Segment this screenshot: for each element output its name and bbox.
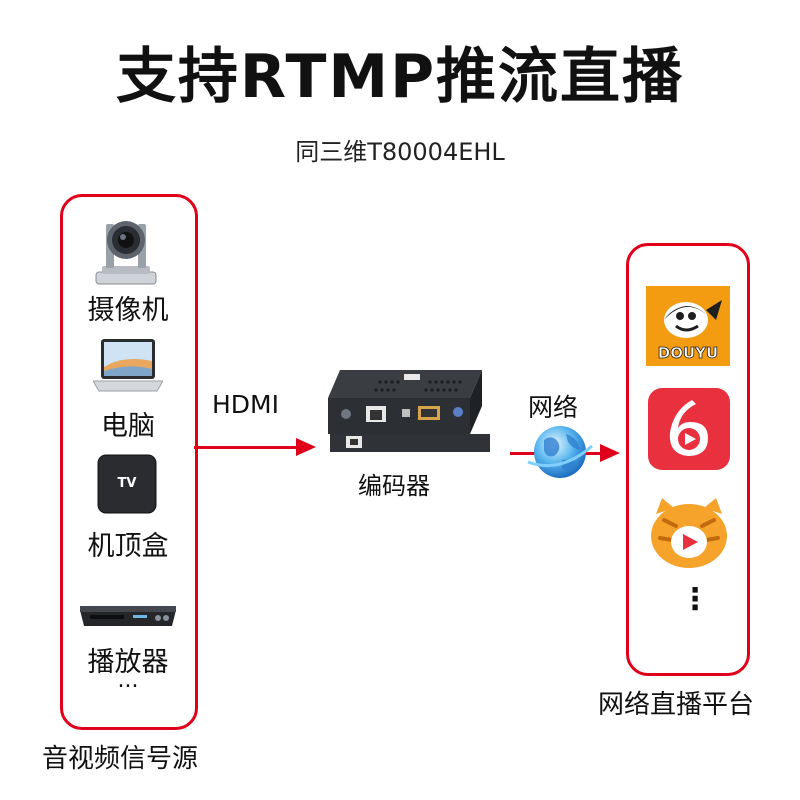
douyu-logo-text: DOUYU bbox=[658, 344, 718, 362]
source-label-camera: 摄像机 bbox=[58, 288, 198, 327]
laptop-icon bbox=[93, 337, 163, 395]
hdmi-arrow-head bbox=[296, 438, 316, 456]
more-platforms-ellipsis: ⋮ bbox=[680, 582, 710, 617]
hdmi-link-label: HDMI bbox=[212, 390, 279, 419]
network-arrow-head bbox=[600, 444, 620, 462]
encoder-label: 编码器 bbox=[358, 466, 430, 501]
tv-box-label: TV bbox=[118, 476, 137, 491]
more-sources-ellipsis: ... bbox=[58, 668, 198, 693]
signal-source-label: 音视频信号源 bbox=[42, 738, 198, 775]
dvd-player-icon bbox=[78, 600, 178, 632]
set-top-box-icon: TV bbox=[96, 453, 158, 515]
product-model: 同三维T80004EHL bbox=[0, 132, 800, 167]
encoder-box-icon bbox=[320, 362, 490, 462]
huya-logo bbox=[646, 494, 732, 572]
globe-icon bbox=[522, 416, 598, 488]
six-rooms-logo bbox=[648, 388, 730, 470]
source-label-laptop: 电脑 bbox=[58, 404, 198, 443]
page-title: 支持RTMP推流直播 bbox=[0, 28, 800, 115]
source-label-settopbox: 机顶盒 bbox=[58, 524, 198, 563]
ptz-camera-icon bbox=[92, 216, 160, 286]
platform-group-label: 网络直播平台 bbox=[598, 684, 754, 721]
hdmi-arrow-line bbox=[194, 446, 298, 449]
douyu-logo: DOUYU bbox=[646, 286, 730, 366]
